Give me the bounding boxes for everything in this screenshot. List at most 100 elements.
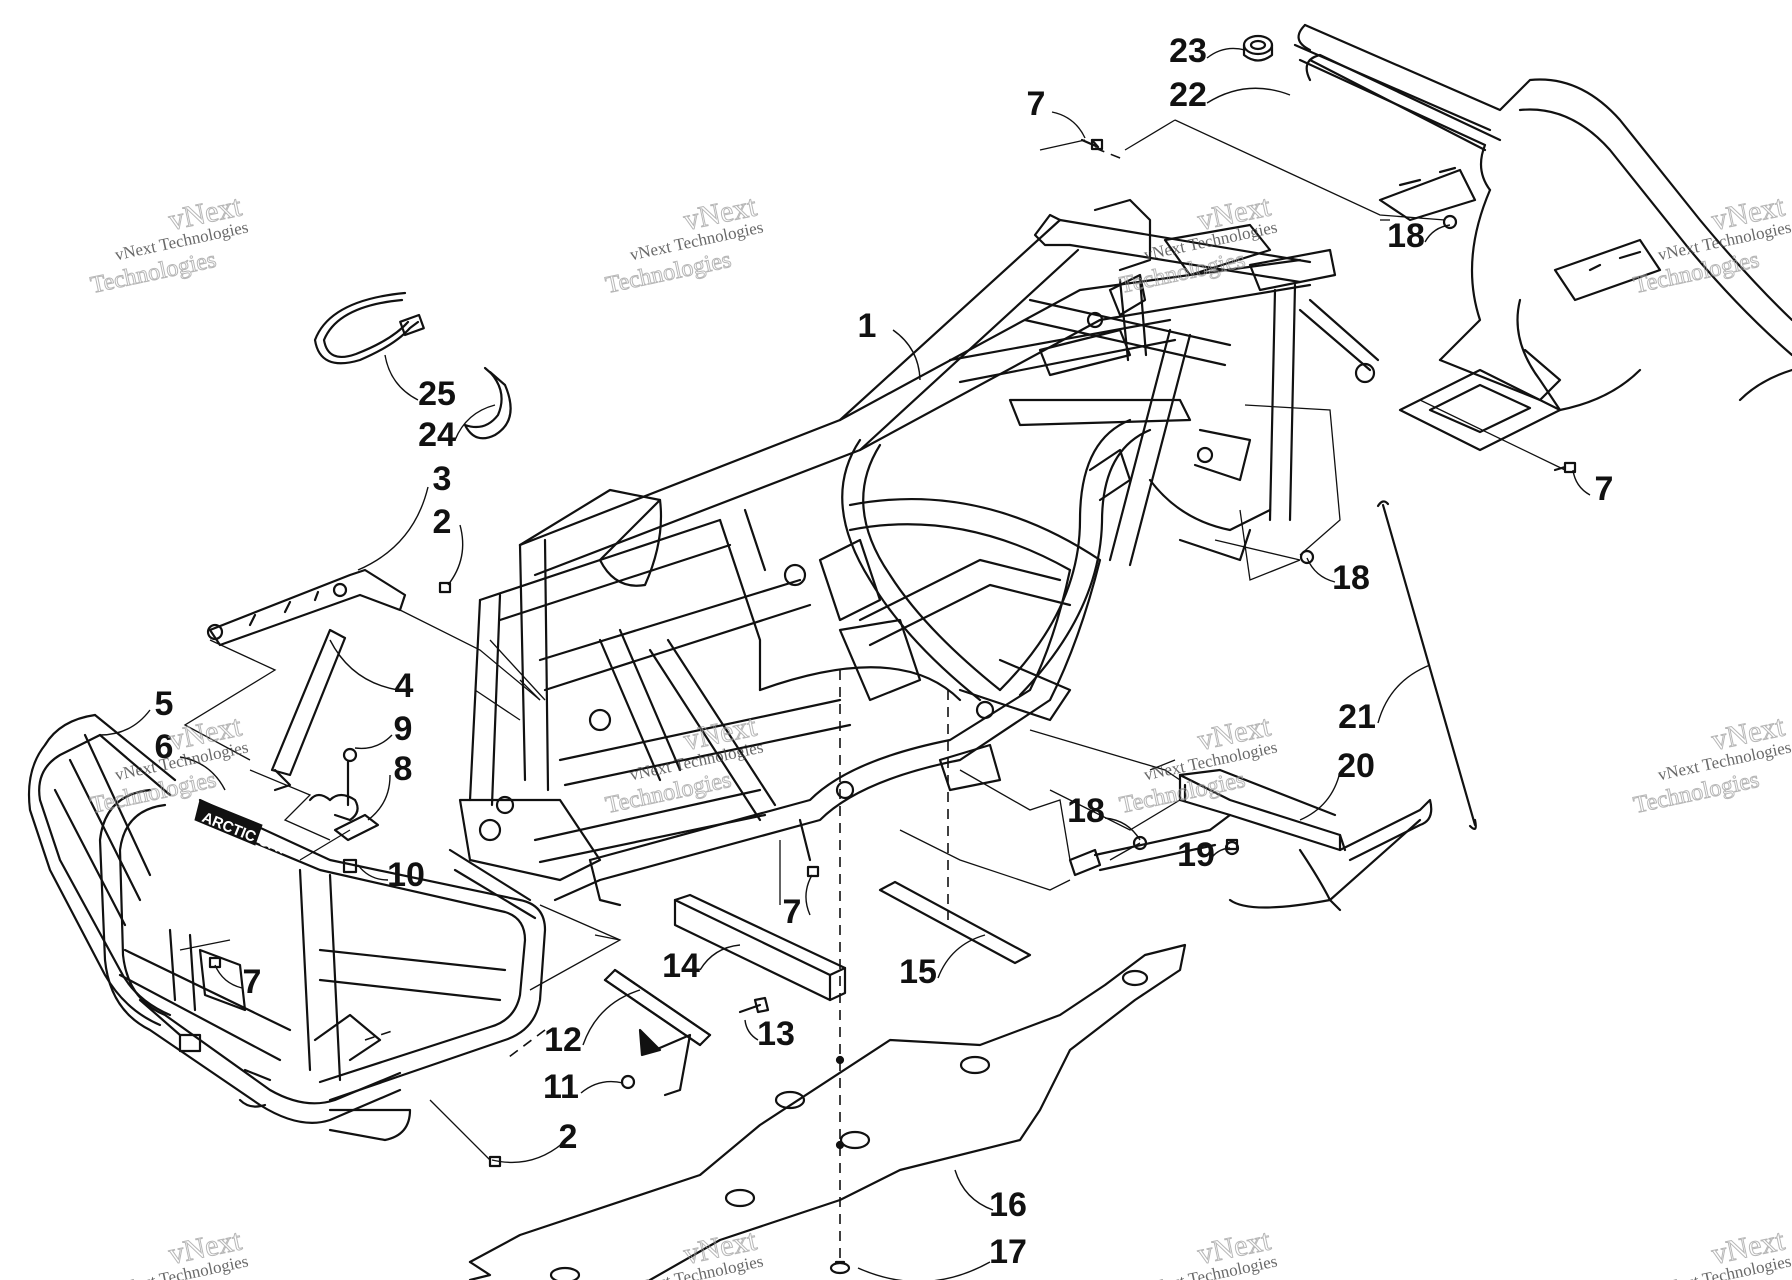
callout-leader-line	[1306, 557, 1336, 583]
callout-number: 14	[662, 947, 700, 985]
callout-leader-line	[582, 989, 641, 1046]
hardware-bolt	[208, 138, 1577, 1168]
callout-number: 10	[387, 856, 425, 894]
callout-leader-line	[937, 934, 986, 979]
callout-number: 25	[418, 375, 456, 413]
flat-strip	[878, 880, 1032, 965]
callout-leader-line	[384, 354, 419, 401]
clamp-assembly	[308, 747, 380, 874]
callout-leader-line	[454, 404, 496, 441]
callout-number: 12	[544, 1021, 582, 1059]
callout-number: 21	[1338, 698, 1376, 736]
callout-c18c: 18	[1067, 792, 1141, 841]
callout-c15: 15	[899, 934, 986, 991]
callout-c6: 6	[155, 728, 226, 791]
front-bracket	[206, 568, 407, 647]
callout-leader-line	[357, 486, 429, 571]
callout-leader-line	[580, 1080, 624, 1094]
callout-leader-line	[1424, 224, 1451, 243]
hardware-nut	[1132, 214, 1458, 851]
callout-leader-line	[491, 1142, 564, 1164]
callout-c13: 13	[744, 1015, 795, 1053]
callout-c2b: 2	[491, 1118, 578, 1164]
callout-number: 9	[394, 710, 413, 748]
support-rod	[1376, 500, 1477, 831]
skid-fastener	[829, 1260, 851, 1275]
callout-number: 4	[395, 667, 414, 705]
skid-plate	[468, 943, 1187, 1280]
callout-leader-line	[214, 964, 243, 989]
callout-c18a: 18	[1387, 217, 1451, 255]
callout-c7a: 7	[1027, 85, 1086, 139]
callout-leader-line	[805, 874, 813, 916]
callout-number: 18	[1332, 559, 1370, 597]
callout-c10: 10	[357, 856, 425, 894]
callout-number: 7	[783, 893, 802, 931]
callout-number: 2	[433, 503, 452, 541]
callout-c23: 23	[1169, 32, 1246, 70]
arctic-cat-decal: ARCTIC CAT	[194, 799, 290, 859]
callout-number: 6	[155, 728, 174, 766]
callout-leader-line	[857, 1261, 991, 1280]
callout-c21: 21	[1338, 664, 1431, 736]
callout-number: 15	[899, 953, 937, 991]
callout-number: 17	[989, 1233, 1027, 1271]
callout-number: 24	[418, 416, 456, 454]
dashed-centerlines	[364, 147, 1126, 1262]
callout-leader-line	[1209, 847, 1231, 861]
callout-number: 2	[559, 1118, 578, 1156]
callout-number: 19	[1177, 836, 1215, 874]
rear-tube-grip	[1308, 58, 1487, 152]
callout-c18b: 18	[1306, 557, 1370, 597]
callout-leader-line	[1299, 771, 1341, 821]
end-cap	[1242, 34, 1274, 62]
callout-c5: 5	[99, 685, 173, 736]
callout-leader-line	[447, 524, 464, 586]
callout-leader-line	[329, 639, 399, 691]
callout-c7b: 7	[1572, 469, 1613, 508]
rear-brace	[1068, 768, 1433, 912]
callout-c16: 16	[954, 1169, 1027, 1224]
callout-c9: 9	[354, 710, 413, 750]
callout-c3: 3	[357, 460, 452, 571]
callout-c11: 11	[543, 1068, 624, 1106]
callout-c22: 22	[1169, 76, 1291, 114]
callout-c14: 14	[662, 944, 741, 985]
front-bumper	[27, 713, 547, 1142]
callout-c4: 4	[329, 639, 414, 705]
callout-leader-line	[1104, 817, 1141, 841]
callout-number: 3	[433, 460, 452, 498]
callout-number: 11	[543, 1068, 579, 1106]
assembly-guide-lines	[179, 119, 1566, 1161]
nut	[620, 1074, 636, 1090]
callout-c25: 25	[384, 354, 456, 413]
callout-leader-line	[1206, 47, 1246, 59]
callout-c19: 19	[1177, 836, 1231, 874]
callout-c2a: 2	[433, 503, 464, 586]
callout-c17: 17	[857, 1233, 1027, 1280]
callout-number: 22	[1169, 76, 1207, 114]
main-frame	[448, 198, 1380, 920]
callout-leader-line	[179, 756, 226, 791]
callout-number: 7	[243, 963, 262, 1001]
callout-number: 23	[1169, 32, 1207, 70]
rear-rack-tube	[1293, 23, 1792, 452]
callout-leader-line	[99, 709, 151, 736]
callout-c7c: 7	[783, 874, 813, 931]
cable-tie	[313, 291, 425, 365]
callout-c20: 20	[1299, 747, 1375, 821]
bolt	[738, 996, 770, 1014]
callout-leader-line	[357, 864, 389, 881]
callout-number: 13	[757, 1015, 795, 1053]
foam-pad	[673, 893, 847, 1002]
skid-bracket	[603, 968, 712, 1097]
